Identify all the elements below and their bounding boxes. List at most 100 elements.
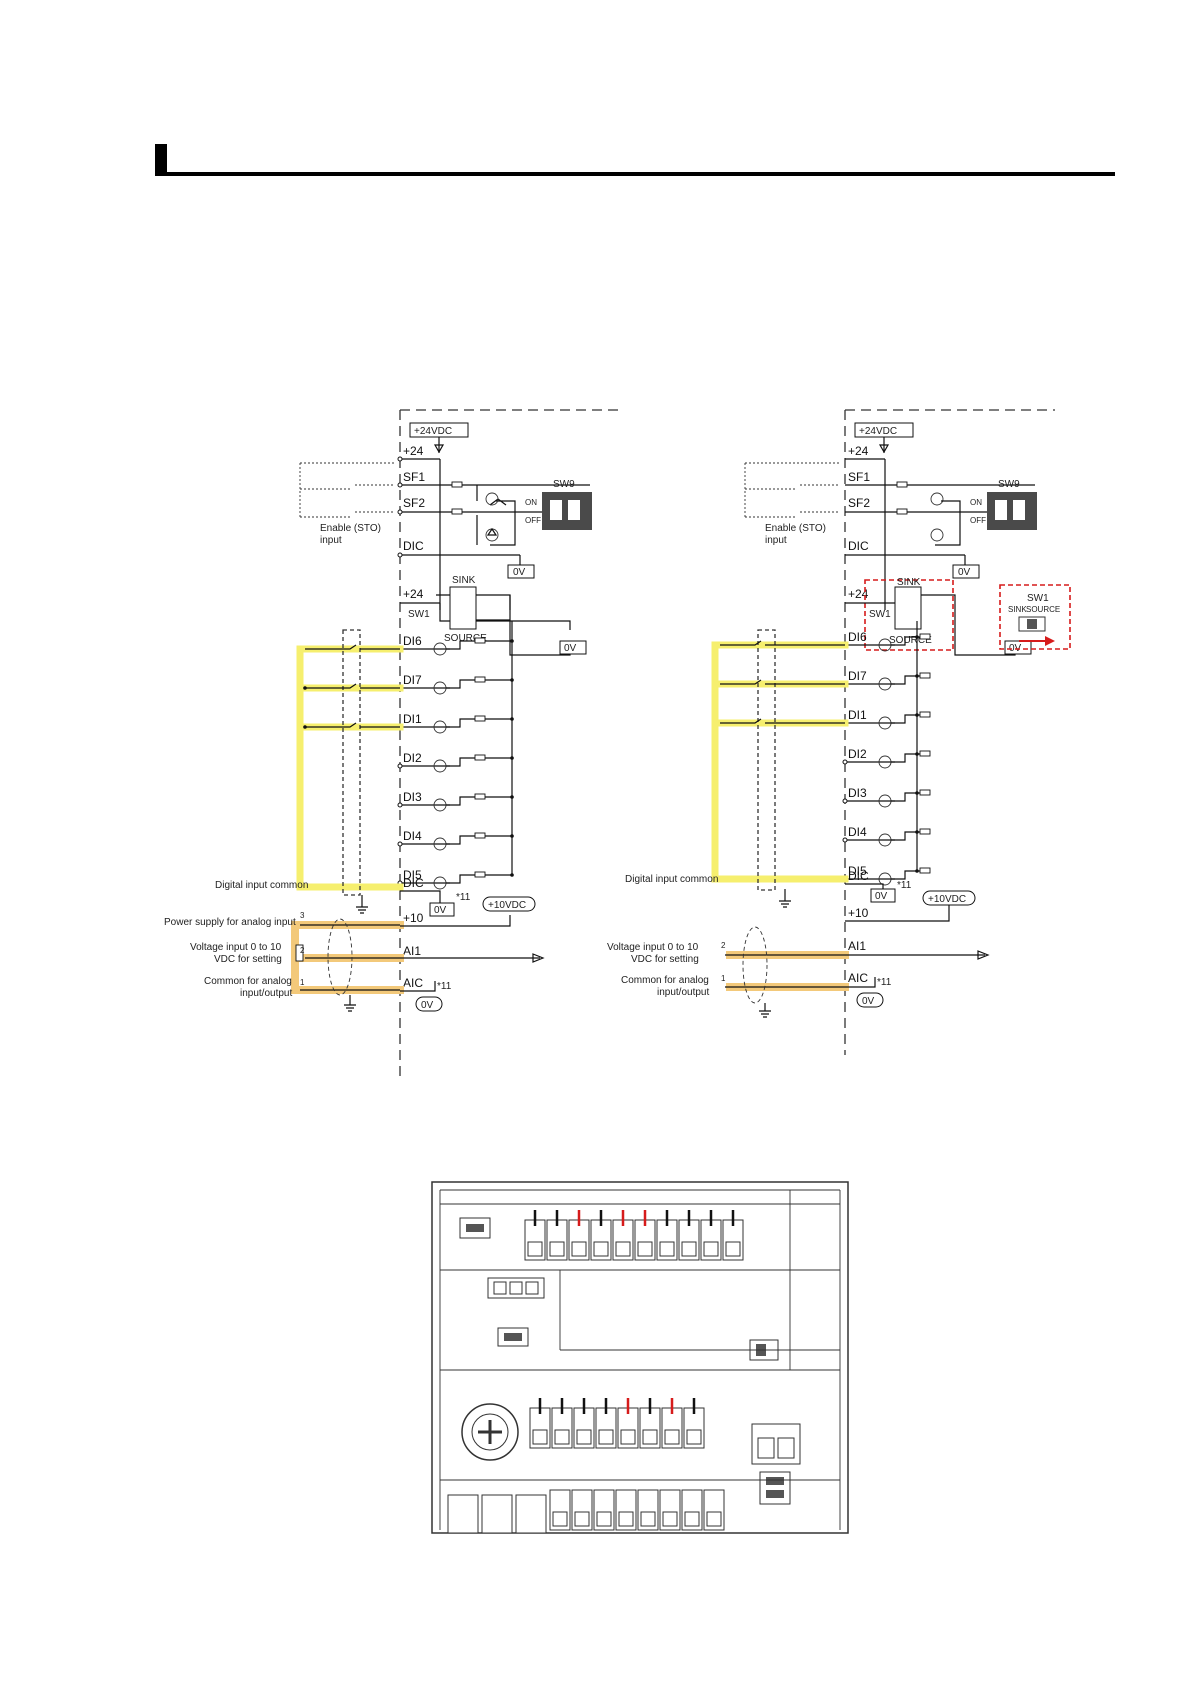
zero-volt-label: 0V [875,891,888,902]
terminal-screw [532,1429,548,1445]
source-label: SOURCE [889,635,932,646]
sw1-callout-sink: SINK [1008,605,1027,614]
sink-label: SINK [897,577,921,588]
pot-pin: 1 [300,978,305,987]
terminal-label: DIC [403,876,424,890]
zero-volt-label: 0V [958,567,971,578]
sw9-off: OFF [970,516,986,525]
zero-volt-label: 0V [434,905,447,916]
wiring-diagram-source: +24VDC +24 SF1 SF2 DIC Enable (STO) inpu… [164,409,620,1080]
terminal-slot [593,1489,615,1531]
terminal-label: DI1 [403,712,422,726]
terminal-slot [703,1489,725,1531]
junction-dot [915,869,919,873]
terminal-dot [842,798,848,804]
terminal-screw [593,1241,609,1257]
terminal-label: SF2 [848,496,870,510]
resistor-icon [474,754,486,761]
terminal-label: DI7 [403,673,422,687]
resistor-icon [474,793,486,800]
terminal-screw [725,1241,741,1257]
section-header-rule [155,172,1115,176]
resistor-icon [919,672,931,679]
sw1-label: SW1 [869,609,891,620]
terminal-screw [554,1429,570,1445]
terminal-screw [662,1511,678,1527]
resistor-icon [919,711,931,718]
sw9-off: OFF [525,516,541,525]
resistor-icon [919,750,931,757]
resistor-icon [474,676,486,683]
terminal-dot [842,837,848,843]
terminal-screw [527,1241,543,1257]
terminal-screw [598,1429,614,1445]
terminal-screw [664,1429,680,1445]
terminal-label: DI6 [848,630,867,644]
ten-vdc-label: +10VDC [488,900,526,911]
note-ref: *11 [877,977,892,988]
terminal-label: DIC [403,539,424,553]
terminal-label: DI1 [848,708,867,722]
terminal-slot [615,1489,637,1531]
di-wire [446,757,512,767]
terminal-screw [703,1241,719,1257]
terminal-block-drawing [431,1181,849,1534]
resistor-icon [919,867,931,874]
terminal-screw [640,1511,656,1527]
terminal-screw [615,1241,631,1257]
sto-label-1: Enable (STO) [320,523,381,534]
sto-terminals: +24 SF1 SF2 DIC [403,444,425,553]
terminal-label: SF1 [403,470,425,484]
terminal-label: DI3 [403,790,422,804]
wire-pin: 1 [721,974,726,983]
sto-label-1: Enable (STO) [765,523,826,534]
common-analog-label-2: input/output [240,988,292,999]
di-wire [446,835,512,845]
terminal-screw [686,1429,702,1445]
terminal-label: DI4 [848,825,867,839]
section-header-marker [155,144,167,176]
terminal-label: DI6 [403,634,422,648]
resistor-icon [474,715,486,722]
zero-volt-label: 0V [862,996,875,1007]
terminal-dot [397,841,403,847]
terminal-screw [596,1511,612,1527]
supply-box-label: +24VDC [859,426,897,437]
voltage-input-label-1: Voltage input 0 to 10 [607,942,699,953]
di-wire [446,679,512,689]
terminal-dot [842,759,848,765]
terminal-slot [571,1489,593,1531]
terminal-screw [620,1429,636,1445]
zero-volt-label: 0V [513,567,526,578]
resistor-icon [919,633,931,640]
sw9-label: SW9 [553,479,575,490]
terminal-slot [549,1489,571,1531]
terminal-label: DI2 [848,747,867,761]
terminal-screw [642,1429,658,1445]
terminal-screw [574,1511,590,1527]
ten-vdc-label: +10VDC [928,894,966,905]
terminal-label: +24 [848,444,869,458]
terminal-screw [571,1241,587,1257]
pot-pin: 3 [300,911,305,920]
sw9-on: ON [970,498,982,507]
sw1-label: SW1 [408,609,430,620]
sto-label-2: input [765,535,787,546]
source-label: SOURCE [444,633,487,644]
terminal-screw [684,1511,700,1527]
common-analog-label-2: input/output [657,987,709,998]
di-wire [446,640,512,650]
voltage-input-label-1: Voltage input 0 to 10 [190,942,282,953]
wire-pin: 2 [721,941,726,950]
terminal-label: DI2 [403,751,422,765]
terminal-label: DI4 [403,829,422,843]
note-ref: *11 [897,880,912,891]
resistor-icon [474,637,486,644]
terminal-label: DIC [848,869,869,883]
terminal-label: SF1 [848,470,870,484]
terminal-label: DI3 [848,786,867,800]
terminal-label: DIC [848,539,869,553]
terminal-screw [549,1241,565,1257]
sw9-label: SW9 [998,479,1020,490]
terminal-screw [618,1511,634,1527]
